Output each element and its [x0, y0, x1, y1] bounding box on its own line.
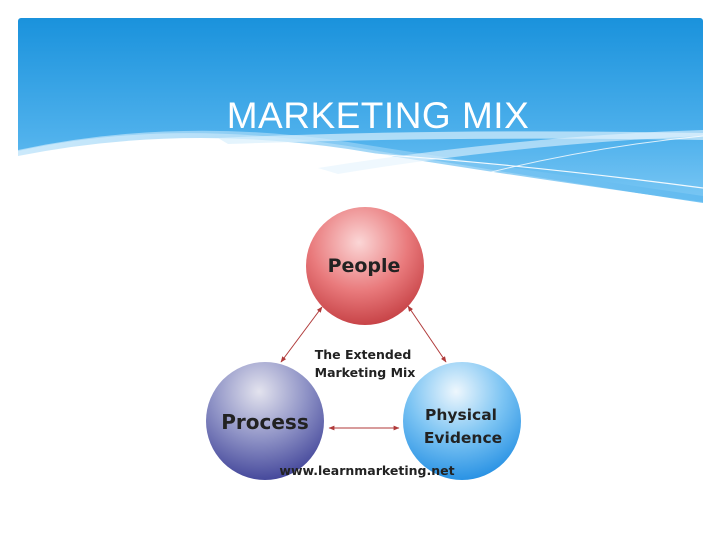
center-label-line1: The Extended	[315, 347, 412, 362]
node-process: Process	[206, 362, 324, 480]
source-url: www.learnmarketing.net	[279, 463, 454, 478]
node-physical-evidence: Physical Evidence	[403, 362, 521, 480]
arrow-people-process	[280, 306, 323, 363]
node-physical-evidence-label-line1: Physical	[425, 406, 497, 424]
arrow-people-evidence	[407, 305, 447, 363]
banner-background	[18, 18, 703, 218]
node-process-label: Process	[221, 410, 309, 434]
node-physical-evidence-label-line2: Evidence	[424, 429, 502, 447]
center-label-line2: Marketing Mix	[315, 365, 416, 380]
slide-title: MARKETING MIX	[226, 94, 530, 136]
title-banner: MARKETING MIX	[18, 18, 703, 218]
node-people-label: People	[328, 255, 401, 277]
node-people: People	[306, 207, 424, 325]
